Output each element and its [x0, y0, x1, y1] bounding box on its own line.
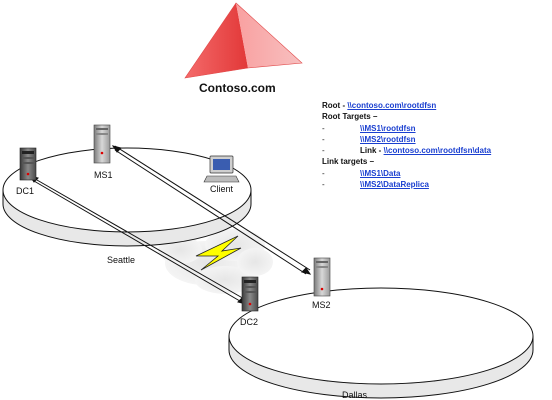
link-target-row-1: - \\MS1\Data	[322, 168, 548, 179]
bullet-dash: -	[322, 123, 325, 133]
client-computer-icon	[203, 155, 240, 183]
root-target-ms2-link[interactable]: \\MS2\rootdfsn	[360, 134, 416, 144]
client-label: Client	[210, 184, 234, 194]
link-targets-title: Link targets –	[322, 157, 375, 167]
root-namespace-link[interactable]: \\contoso.com\rootdfsn	[347, 101, 437, 110]
link-target-ms2-link[interactable]: \\MS2\DataReplica	[360, 180, 429, 190]
link-prefix: Link -	[360, 146, 384, 156]
dc2-label: DC2	[240, 317, 258, 327]
dallas-label: Dallas	[342, 390, 368, 400]
link-target-ms1-link[interactable]: \\MS1\Data	[360, 168, 401, 178]
ms2-label: MS2	[312, 300, 331, 310]
dc2-server-icon	[241, 276, 259, 312]
ms1-server-icon	[93, 124, 111, 164]
contoso-pyramid-logo	[184, 2, 303, 79]
root-line: Root - \\contoso.com\rootdfsn	[322, 100, 548, 111]
wan-link-bolt-icon	[195, 235, 242, 271]
seattle-site-disk	[2, 147, 252, 247]
root-targets-title: Root Targets –	[322, 112, 378, 122]
ms2-server-icon	[313, 257, 331, 297]
bullet-dash: -	[322, 180, 325, 190]
replication-arrows-ms	[111, 145, 312, 275]
root-target-row-1: - \\MS1\rootdfsn	[322, 123, 548, 134]
dc1-label: DC1	[16, 186, 34, 196]
bullet-dash: -	[322, 168, 325, 178]
link-row: - Link - \\contoso.com\rootdfsn\data	[322, 145, 548, 156]
ms1-label: MS1	[94, 170, 113, 180]
root-target-ms1-link[interactable]: \\MS1\rootdfsn	[360, 123, 416, 133]
contoso-label: Contoso.com	[199, 81, 276, 95]
root-target-row-2: - \\MS2\rootdfsn	[322, 134, 548, 145]
dfs-namespace-info: Root - \\contoso.com\rootdfsn Root Targe…	[322, 100, 548, 190]
bullet-dash: -	[322, 146, 325, 156]
link-target-row-2: - \\MS2\DataReplica	[322, 179, 548, 190]
link-path-link[interactable]: \\contoso.com\rootdfsn\data	[383, 146, 492, 156]
dc1-server-icon	[19, 147, 37, 181]
root-prefix: Root -	[322, 101, 348, 110]
bullet-dash: -	[322, 134, 325, 144]
dallas-site-disk	[228, 287, 534, 399]
seattle-label: Seattle	[107, 255, 135, 265]
